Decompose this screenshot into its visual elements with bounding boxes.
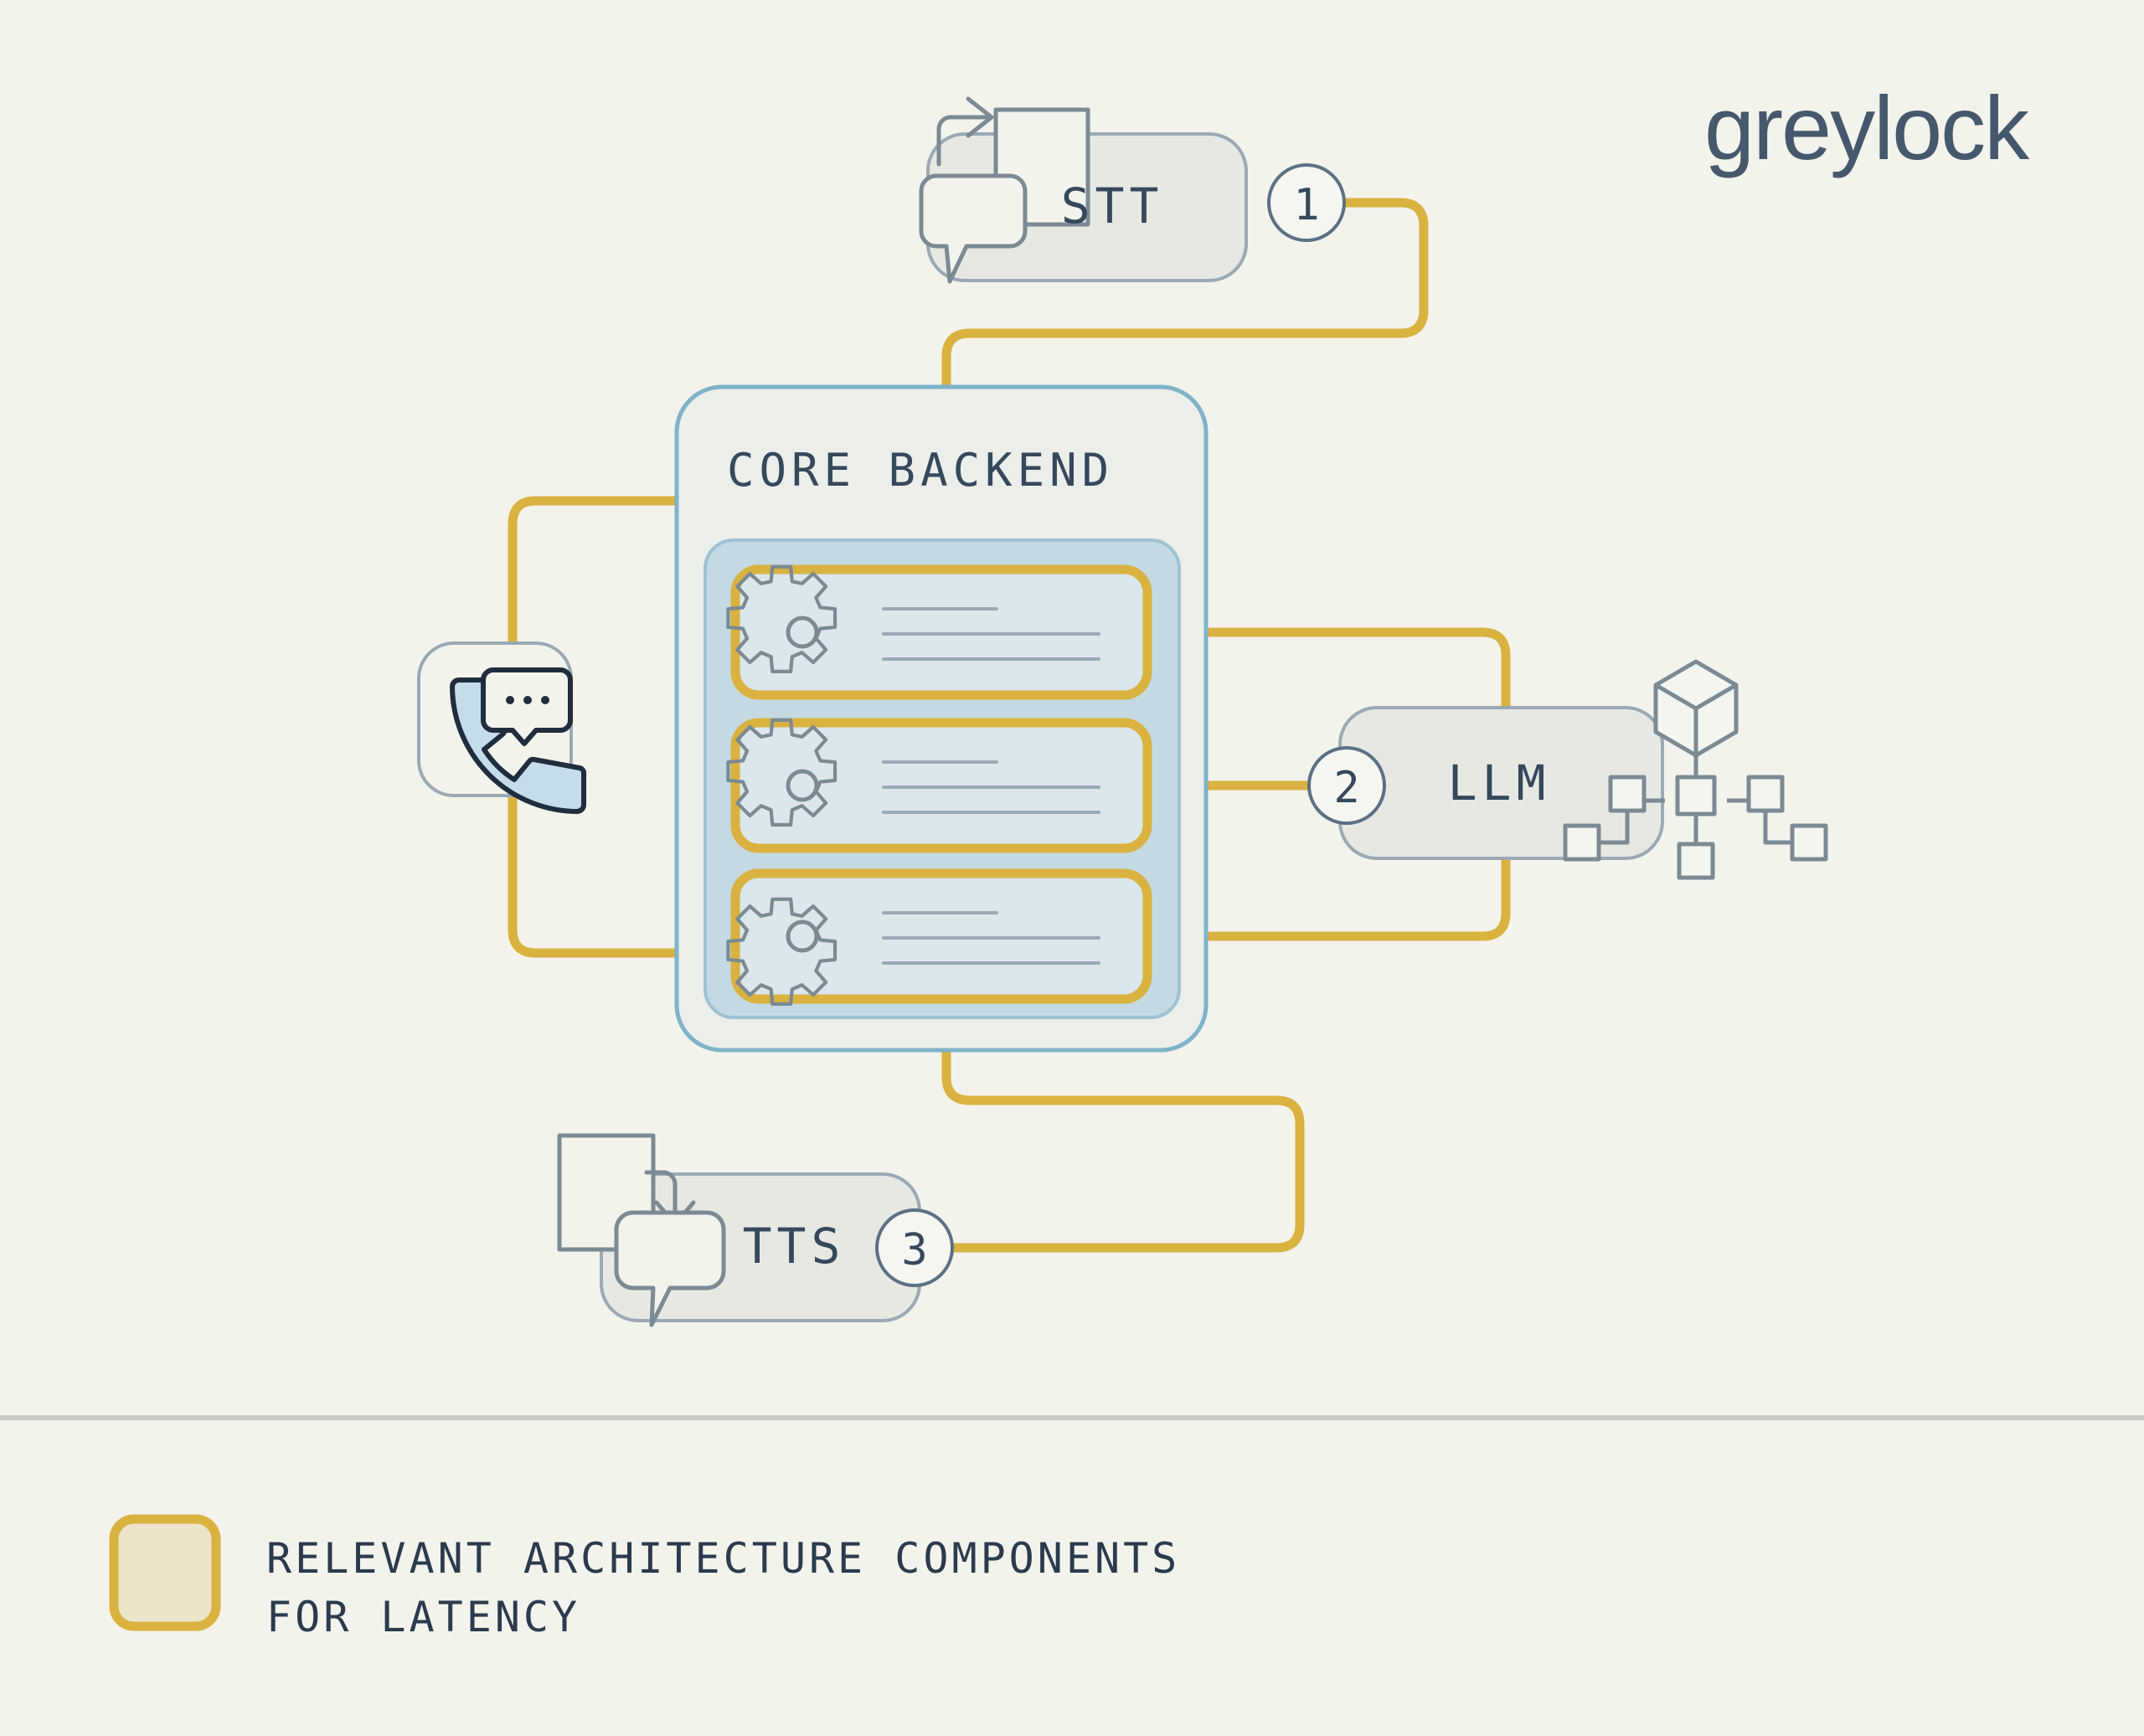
phone-chat-icon: [450, 667, 586, 814]
backend-service-card-2[interactable]: [726, 718, 1152, 853]
tts-node[interactable]: TTS 3: [557, 1133, 954, 1327]
llm-node[interactable]: LLM: [1307, 659, 1828, 880]
greylock-logo: greylock: [1704, 77, 2030, 178]
dot-3: [541, 696, 549, 704]
tts-badge-circle: [875, 1208, 954, 1287]
speech-to-text-icon: [919, 96, 1090, 284]
card-3-text-lines: [882, 911, 1100, 965]
legend-line-1: RELEVANT ARCHITECTURE COMPONENTS: [266, 1534, 1180, 1583]
card-1-text-lines: [882, 607, 1100, 661]
text-to-speech-icon: [557, 1133, 726, 1327]
stt-label: STT: [1061, 178, 1164, 234]
gear-icon: [726, 897, 838, 1006]
core-backend-title: CORE BACKEND: [727, 444, 1114, 497]
tts-label: TTS: [743, 1218, 846, 1275]
gear-icon: [726, 718, 838, 827]
card-2-text-lines: [882, 760, 1100, 814]
connector-stt-to-backend: [941, 198, 1429, 392]
tts-badge-number: 3: [901, 1225, 927, 1275]
connector-card3-to-llm: [1142, 853, 1511, 941]
dot-2: [523, 696, 532, 704]
connector-card1-to-llm: [1142, 627, 1511, 713]
backend-service-card-1[interactable]: [726, 564, 1152, 700]
llm-badge-circle: [1307, 746, 1386, 825]
tts-badge[interactable]: 3: [875, 1208, 954, 1287]
llm-network-icon: [1563, 659, 1828, 880]
chat-bubble: [481, 667, 573, 746]
llm-label: LLM: [1448, 755, 1551, 811]
core-backend-node[interactable]: CORE BACKEND: [674, 384, 1209, 1053]
connector-backend-to-tts: [941, 1045, 1305, 1253]
stt-badge-number: 1: [1293, 180, 1319, 230]
dot-1: [506, 696, 514, 704]
legend-line-2: FOR LATENCY: [266, 1593, 580, 1641]
legend: RELEVANT ARCHITECTURE COMPONENTS FOR LAT…: [109, 1514, 1180, 1641]
stt-node[interactable]: STT 1: [919, 96, 1346, 284]
backend-service-card-3[interactable]: [726, 868, 1152, 1006]
llm-badge-number: 2: [1333, 763, 1359, 813]
llm-badge[interactable]: 2: [1307, 746, 1386, 825]
legend-swatch: [109, 1514, 221, 1631]
stt-badge[interactable]: 1: [1267, 163, 1346, 242]
stt-badge-circle: [1267, 163, 1346, 242]
client-phone-node[interactable]: [417, 641, 586, 814]
gear-icon: [726, 564, 838, 673]
